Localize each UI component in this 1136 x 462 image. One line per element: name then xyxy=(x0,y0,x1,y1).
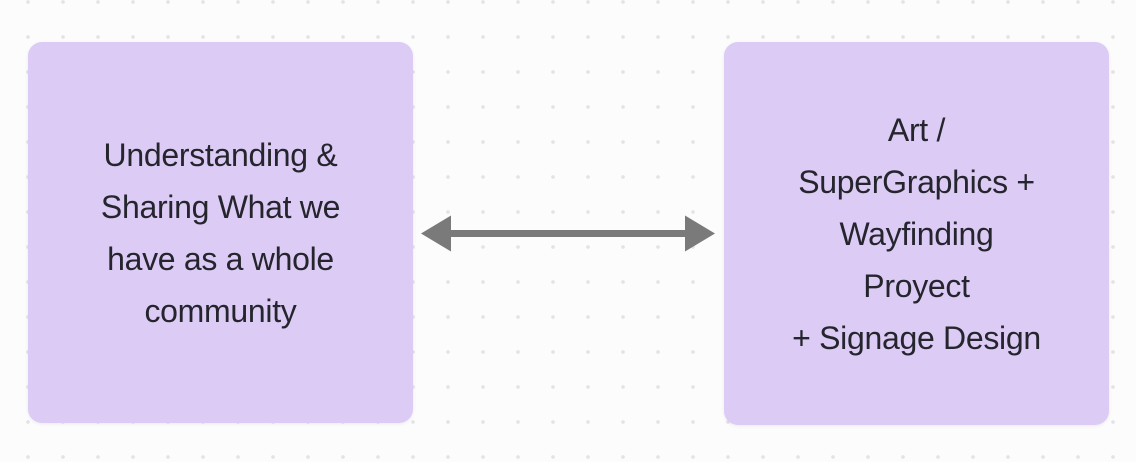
sticky-note-art-signage[interactable]: Art / SuperGraphics + Wayfinding Proyect… xyxy=(724,42,1109,425)
double-arrow-icon xyxy=(421,215,715,252)
double-arrow-connector[interactable] xyxy=(420,211,716,256)
text-line: Art / xyxy=(887,111,946,148)
text-line: community xyxy=(144,292,297,329)
text-line: + Signage Design xyxy=(792,319,1041,356)
sticky-note-text: Art / SuperGraphics + Wayfinding Proyect… xyxy=(774,104,1059,364)
text-line: SuperGraphics + xyxy=(798,163,1035,200)
text-line: Understanding & xyxy=(103,136,338,173)
text-line: Wayfinding xyxy=(839,215,994,252)
text-line: have as a whole xyxy=(107,240,334,277)
sticky-note-text: Understanding & Sharing What we have as … xyxy=(83,129,358,337)
sticky-note-community[interactable]: Understanding & Sharing What we have as … xyxy=(28,42,413,423)
text-line: Sharing What we xyxy=(100,188,341,225)
text-line: Proyect xyxy=(863,267,970,304)
